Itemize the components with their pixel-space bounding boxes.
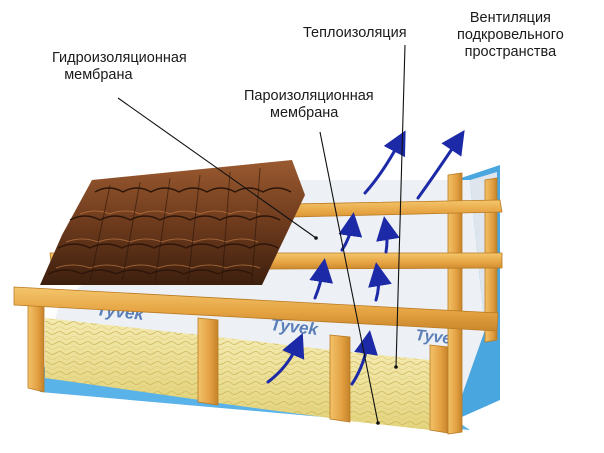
leader-insulation [395,44,406,368]
label-waterproof-membrane: Гидроизоляционная мембрана [52,50,187,83]
airflow-arrow-icon [376,216,400,254]
airflow-arrow-icon [350,330,378,386]
label-ventilation: Вентиляция подкровельного пространства [457,10,564,60]
airflow-arrow-icon [368,262,392,302]
roof-tiles [40,160,305,285]
label-insulation: Теплоизоляция [303,25,407,41]
airflow-arrow-icon [416,130,465,200]
leader-waterproof [117,97,317,239]
leader-lines [117,44,406,424]
airflow-arrow-icon [309,258,334,300]
label-vapor-membrane: Пароизоляционная мембрана [244,88,374,121]
leader-vapor [319,131,379,424]
airflow-arrow-icon [266,332,305,384]
airflow-arrow-icon [363,130,406,195]
rafters [27,172,498,435]
leader-dots [314,236,398,425]
